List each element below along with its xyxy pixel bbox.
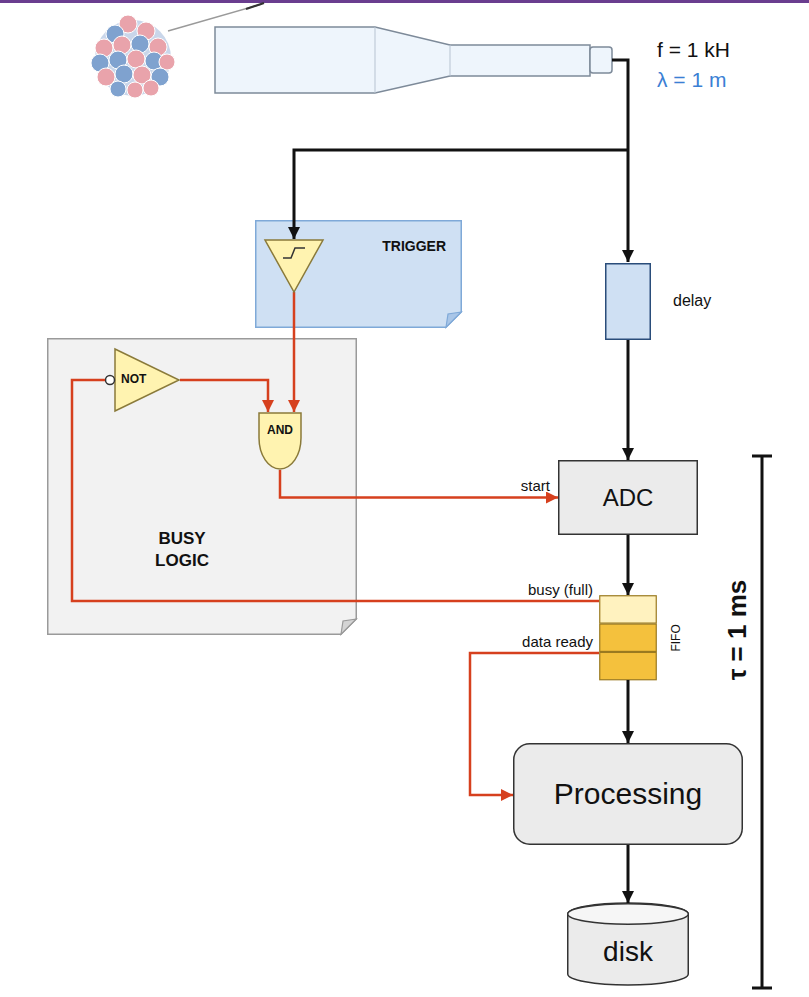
top-rule [0,0,809,3]
label-holder: λ = 1 m [657,68,726,92]
frequency-label: f = 1 kH [657,38,730,62]
data-wire [627,535,630,595]
fifo-buffer-shape [599,595,657,680]
box-label: disk [603,936,653,968]
delay-box-shape [605,263,651,340]
trigger-panel: TRIGGER [255,220,462,328]
and-gate-shape [258,412,302,470]
and-gate: AND [258,412,302,470]
edge-label-holder: data ready [522,633,593,650]
box-label: Processing [554,777,702,812]
data-wire [627,680,630,743]
busy-logic-panel-shape [47,338,357,635]
box-caption: delay [673,292,711,310]
nucleus [91,15,175,98]
label-holder: f = 1 kH [657,38,730,62]
gate-label: NOT [121,373,146,387]
adc-box: ADC [558,460,698,535]
label-holder: τ = 1 ms [723,580,753,681]
data-wire [627,340,630,460]
fifo-buffer: FIFO [599,595,657,680]
gate-label: AND [267,424,293,438]
signal-label: start [521,477,550,494]
panel-title: TRIGGER [382,238,446,254]
trigger-panel-shape [255,220,462,328]
control-wire [293,328,296,412]
box-caption: FIFO [670,624,684,651]
box-label: ADC [603,484,654,512]
edge-label-holder: start [521,477,550,494]
scintillator-detector [215,27,612,93]
signal-label: data ready [522,633,593,650]
dead-time-bracket [752,456,772,988]
dead-time-label: τ = 1 ms [723,580,753,681]
not-gate: NOT [105,348,180,412]
delay-box: delay [605,263,651,340]
edge-label-holder: busy (full) [528,581,593,598]
signal-label: busy (full) [528,581,593,598]
disk-storage: disk [567,903,689,985]
rate-label: λ = 1 m [657,68,726,92]
panel-title: BUSY LOGIC [132,528,232,572]
processing-box: Processing [513,743,743,845]
data-wire [627,845,630,903]
busy-logic-panel: BUSY LOGIC NOT AND [47,338,357,635]
